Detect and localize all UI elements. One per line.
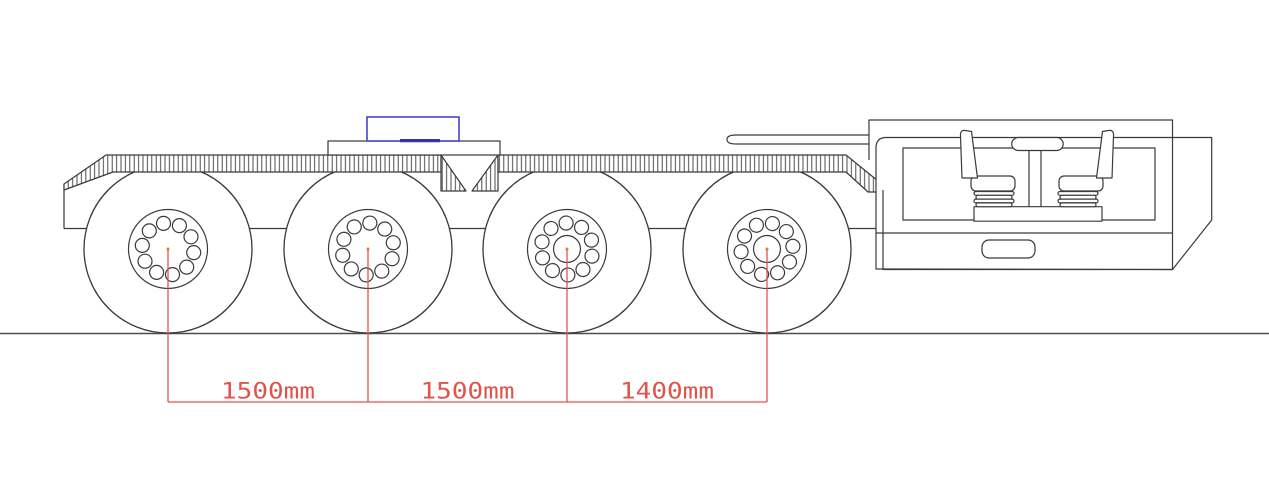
cab-body-outline [868,119,1174,271]
cab-back-panel [875,136,1213,271]
steering-wheel [1011,136,1064,152]
rear-fender-bar [726,134,869,145]
seat-base-platform [973,206,1103,222]
cab [868,119,1213,271]
dimension-annotations: 1500mm 1500mm 1400mm [167,248,768,405]
seat-backrest [1095,129,1115,179]
seat-backrest [959,129,979,179]
seat-right [1057,129,1115,208]
deck-notch-right-triangle [471,154,499,192]
deck-notch-left-triangle [440,154,467,192]
steering-column [1028,149,1042,208]
cargo-platform-group [327,116,501,156]
cab-handle [981,239,1036,259]
seat-left [959,129,1016,208]
dimension-label-3: 1400mm [620,379,714,405]
seat-bellows [975,202,1013,208]
deck [63,154,879,193]
payload-box [366,116,460,142]
dimension-label-1: 1500mm [221,379,315,405]
seat-bellows [1059,202,1097,208]
dimension-label-2: 1500mm [421,379,515,405]
deck-hatch-right [497,154,879,193]
cargo-platform [327,140,501,156]
wheels [83,164,852,334]
